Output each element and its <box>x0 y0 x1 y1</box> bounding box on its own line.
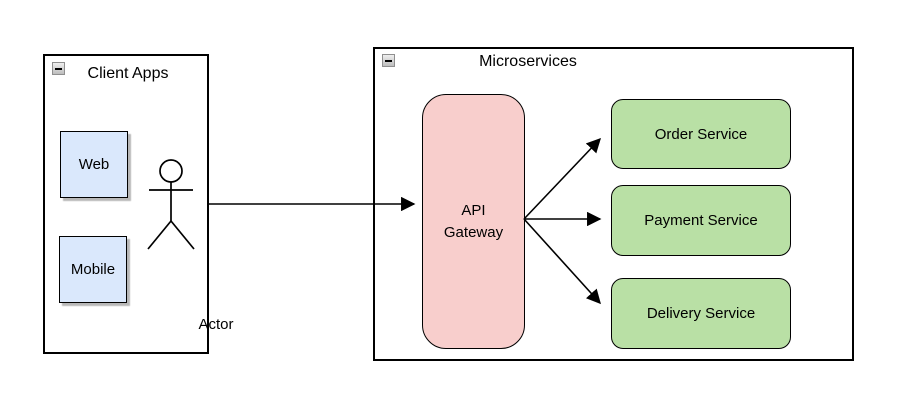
collapse-minus-icon[interactable] <box>382 54 395 67</box>
order-service-node[interactable]: Order Service <box>611 99 791 169</box>
web-node-label: Web <box>78 156 110 173</box>
actor-label: Actor <box>198 316 234 333</box>
microservices-container[interactable]: Microservices API Gateway Order Service … <box>373 47 854 361</box>
order-service-label: Order Service <box>654 125 748 143</box>
delivery-service-node[interactable]: Delivery Service <box>611 278 791 349</box>
api-gateway-node[interactable]: API Gateway <box>422 94 525 349</box>
api-gateway-label: API Gateway <box>443 201 504 241</box>
collapse-minus-icon[interactable] <box>52 62 65 75</box>
minus-glyph <box>385 59 392 62</box>
mobile-node-label: Mobile <box>70 261 116 278</box>
mobile-node[interactable]: Mobile <box>59 236 127 303</box>
payment-service-label: Payment Service <box>644 212 758 229</box>
microservices-title: Microservices <box>479 53 577 70</box>
minus-glyph <box>55 67 62 70</box>
client-apps-title: Client Apps <box>87 65 169 82</box>
delivery-service-label: Delivery Service <box>646 305 756 322</box>
client-apps-container[interactable]: Client Apps Web Mobile Actor <box>43 54 234 354</box>
web-node[interactable]: Web <box>60 131 128 198</box>
payment-service-node[interactable]: Payment Service <box>611 185 791 256</box>
